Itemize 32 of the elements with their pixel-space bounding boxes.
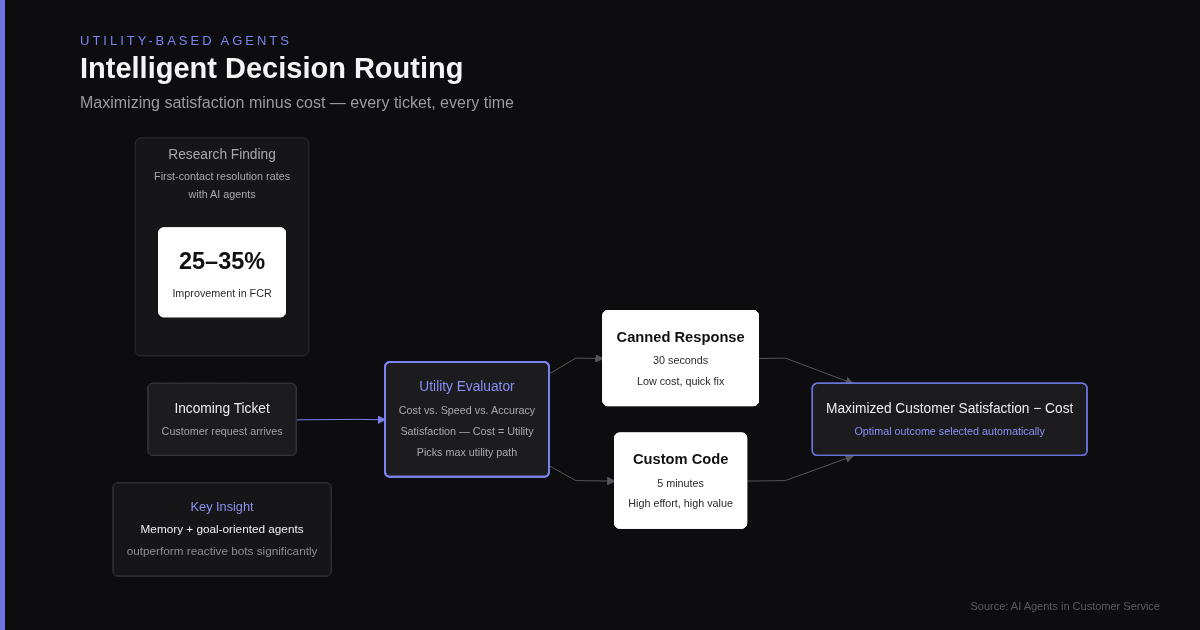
node-text: 5 minutes [657, 476, 704, 489]
node-text: High effort, high value [628, 498, 733, 510]
node-title: Maximized Customer Satisfaction − Cost [826, 399, 1074, 416]
node-text: Picks max utility path [416, 446, 518, 459]
node-text: First-contact resolution rates with AI agents [153, 169, 292, 203]
node-title: Utility Evaluator [419, 378, 515, 395]
outcome-box [811, 382, 1088, 457]
process-box [147, 382, 297, 456]
node-title: Incoming Ticket [174, 399, 270, 416]
node-text: Cost vs. Speed vs. Accuracy [398, 403, 536, 416]
node-text: Improvement in FCR [172, 286, 272, 299]
node-title: Key Insight [190, 499, 254, 515]
node-title: Canned Response [616, 328, 745, 345]
subtitle: Maximizing satisfaction minus cost — every ticket, every time [80, 94, 514, 112]
option-box [602, 310, 759, 407]
page-title: Intelligent Decision Routing [80, 52, 464, 85]
node-text: Satisfaction — Cost = Utility [400, 425, 534, 437]
option-box [614, 432, 748, 529]
section-label: UTILITY-BASED AGENTS [80, 33, 292, 48]
node-text: Optimal outcome selected automatically [854, 425, 1045, 437]
evaluator-box [384, 360, 550, 478]
node-title: Research Finding [168, 146, 276, 163]
node-text: Memory + goal-oriented agents [140, 522, 304, 536]
node-title: Custom Code [632, 450, 729, 468]
insight-card [112, 482, 332, 577]
node-text: outperform reactive bots significantly [126, 544, 318, 558]
node-text: Customer request arrives [161, 425, 283, 437]
node-title: 25–35% [178, 247, 266, 274]
source-note: Source: AI Agents in Customer Service [970, 600, 1160, 612]
node-text: 30 seconds [653, 354, 709, 366]
stat-box [158, 227, 286, 318]
node-text: Low cost, quick fix [636, 375, 725, 388]
